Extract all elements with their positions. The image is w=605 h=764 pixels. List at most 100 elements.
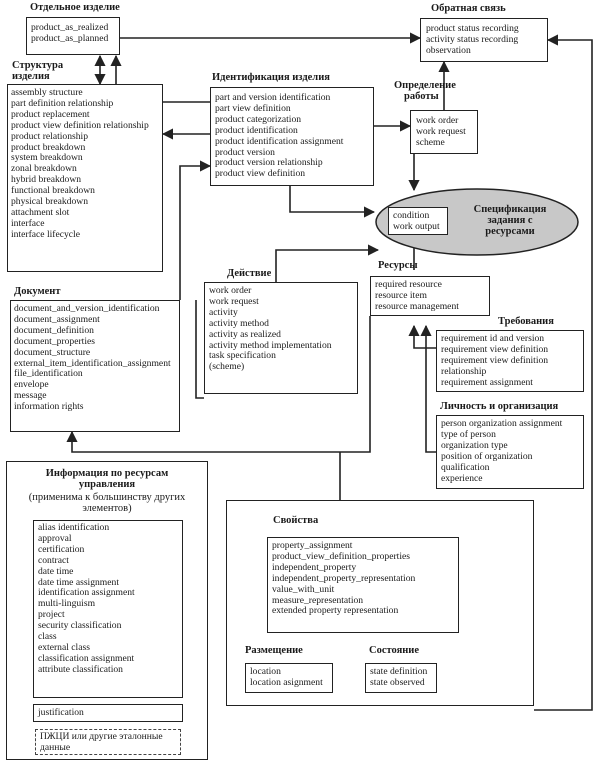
requirements-title: Требования bbox=[498, 316, 554, 327]
list-item: work request bbox=[416, 125, 466, 137]
list-item: part and version identification bbox=[215, 92, 331, 103]
list-item: product identification bbox=[215, 124, 298, 136]
product-structure-title-2: изделия bbox=[12, 71, 50, 82]
state-title: Состояние bbox=[369, 645, 420, 656]
arrow-req-resources bbox=[408, 324, 436, 349]
reference-data-box[interactable]: ПЖЦИ или другие эталонные данные bbox=[35, 729, 181, 755]
task-spec-oval bbox=[375, 188, 579, 256]
list-item: functional breakdown bbox=[11, 185, 95, 197]
properties-panel: Свойства property_assignment product_vie… bbox=[226, 500, 534, 706]
list-item: zonal breakdown bbox=[11, 163, 77, 175]
list-item: scheme bbox=[416, 136, 445, 148]
arrow-bus-feedback bbox=[534, 34, 593, 711]
separate-product-title: Отдельное изделие bbox=[30, 2, 120, 13]
task-spec-title-1: Спецификация bbox=[473, 204, 547, 215]
feedback-box[interactable]: product status recording activity status… bbox=[420, 18, 548, 62]
separate-product-box[interactable]: product_as_realized product_as_planned bbox=[26, 17, 120, 55]
list-item: part view definition bbox=[215, 102, 291, 114]
list-item: position of organization bbox=[441, 450, 533, 462]
properties-title: Свойства bbox=[273, 515, 319, 526]
work-definition-box[interactable]: work order work request scheme bbox=[410, 110, 478, 154]
list-item: identification assignment bbox=[38, 587, 135, 599]
feedback-title: Обратная связь bbox=[431, 3, 506, 14]
list-item: independent_property bbox=[272, 561, 357, 573]
list-item: requirement view definition bbox=[441, 343, 549, 355]
list-item: product_view_definition_properties bbox=[272, 550, 411, 562]
list-item: product relationship bbox=[11, 130, 88, 142]
list-item: experience bbox=[441, 472, 483, 484]
list-item: document_structure bbox=[14, 346, 91, 358]
list-item: date time bbox=[38, 565, 74, 577]
list-item: required resource bbox=[375, 279, 442, 290]
product-identification-box[interactable]: part and version identification part vie… bbox=[210, 87, 374, 186]
resources-box[interactable]: required resource resource item resource… bbox=[370, 276, 490, 316]
list-item: product view definition bbox=[215, 168, 306, 180]
list-item: independent_property_representation bbox=[272, 572, 416, 584]
arrow-doc-ident bbox=[179, 160, 212, 300]
list-item: task specification bbox=[209, 350, 276, 362]
placement-box[interactable]: location location asignment bbox=[245, 663, 333, 693]
list-item: qualification bbox=[441, 461, 490, 473]
work-definition-title-2: работы bbox=[404, 91, 439, 102]
mgmt-info-box[interactable]: alias identification approval certificat… bbox=[33, 520, 183, 698]
list-item: location bbox=[250, 666, 281, 677]
arrow-bus-document bbox=[66, 330, 371, 453]
list-item: product version relationship bbox=[215, 157, 323, 169]
properties-box[interactable]: property_assignment product_view_definit… bbox=[267, 537, 459, 633]
list-item: external class bbox=[38, 641, 90, 653]
list-item: justification bbox=[38, 707, 84, 718]
list-item: product_as_realized bbox=[31, 22, 109, 33]
list-item: work output bbox=[393, 220, 440, 232]
line-action-side bbox=[195, 300, 204, 399]
list-item: product breakdown bbox=[11, 141, 86, 153]
product-structure-box[interactable]: assembly structure part definition relat… bbox=[7, 84, 163, 272]
list-item: product identification assignment bbox=[215, 135, 344, 147]
list-item: activity status recording bbox=[426, 33, 519, 45]
arrow-ident-spec bbox=[289, 186, 376, 218]
list-item: project bbox=[38, 609, 65, 621]
list-item: external_item_identification_assignment bbox=[14, 357, 171, 369]
action-title: Действие bbox=[227, 268, 272, 279]
list-item: attachment slot bbox=[11, 206, 70, 218]
person-org-title: Личность и организация bbox=[440, 401, 559, 412]
state-box[interactable]: state definition state observed bbox=[365, 663, 437, 693]
list-item: condition bbox=[393, 210, 430, 221]
list-item: activity method bbox=[209, 317, 269, 329]
list-item: product version bbox=[215, 146, 275, 158]
list-item: part definition relationship bbox=[11, 97, 114, 109]
list-item: requirement assignment bbox=[441, 376, 533, 388]
list-item: organization type bbox=[441, 439, 508, 451]
list-item: interface bbox=[11, 217, 45, 229]
list-item: hybrid breakdown bbox=[11, 174, 82, 186]
document-box[interactable]: document_and_version_identification docu… bbox=[10, 300, 180, 432]
list-item: work order bbox=[209, 285, 252, 296]
product-identification-title: Идентификация изделия bbox=[212, 72, 330, 83]
list-item: location asignment bbox=[250, 676, 323, 688]
task-spec-box[interactable]: condition work output bbox=[388, 207, 448, 235]
list-item: work request bbox=[209, 295, 259, 307]
list-item: classification assignment bbox=[38, 652, 135, 664]
list-item: document_properties bbox=[14, 335, 95, 347]
list-item: document_definition bbox=[14, 324, 94, 336]
list-item: extended property representation bbox=[272, 605, 399, 617]
list-item: resource item bbox=[375, 289, 427, 301]
action-box[interactable]: work order work request activity activit… bbox=[204, 282, 358, 394]
list-item: activity as realized bbox=[209, 328, 281, 340]
list-item: approval bbox=[38, 532, 72, 544]
justification-box[interactable]: justification bbox=[33, 704, 183, 722]
list-item: security classification bbox=[38, 620, 122, 632]
list-item: activity method implementation bbox=[209, 339, 332, 351]
requirements-box[interactable]: requirement id and version requirement v… bbox=[436, 330, 584, 392]
list-item: date time assignment bbox=[38, 576, 119, 588]
task-spec-title-2: задания с bbox=[487, 215, 533, 226]
list-item: resource management bbox=[375, 300, 459, 312]
list-item: ПЖЦИ или другие эталонные bbox=[40, 731, 163, 742]
product-structure-title-1: Структура bbox=[12, 60, 64, 71]
list-item: contract bbox=[38, 554, 69, 566]
list-item: value_with_unit bbox=[272, 583, 335, 595]
person-org-box[interactable]: person organization assignment type of p… bbox=[436, 415, 584, 489]
mgmt-info-sub-1: (применима к большинству других bbox=[28, 492, 186, 503]
list-item: document_and_version_identification bbox=[14, 303, 160, 314]
list-item: observation bbox=[426, 44, 471, 56]
